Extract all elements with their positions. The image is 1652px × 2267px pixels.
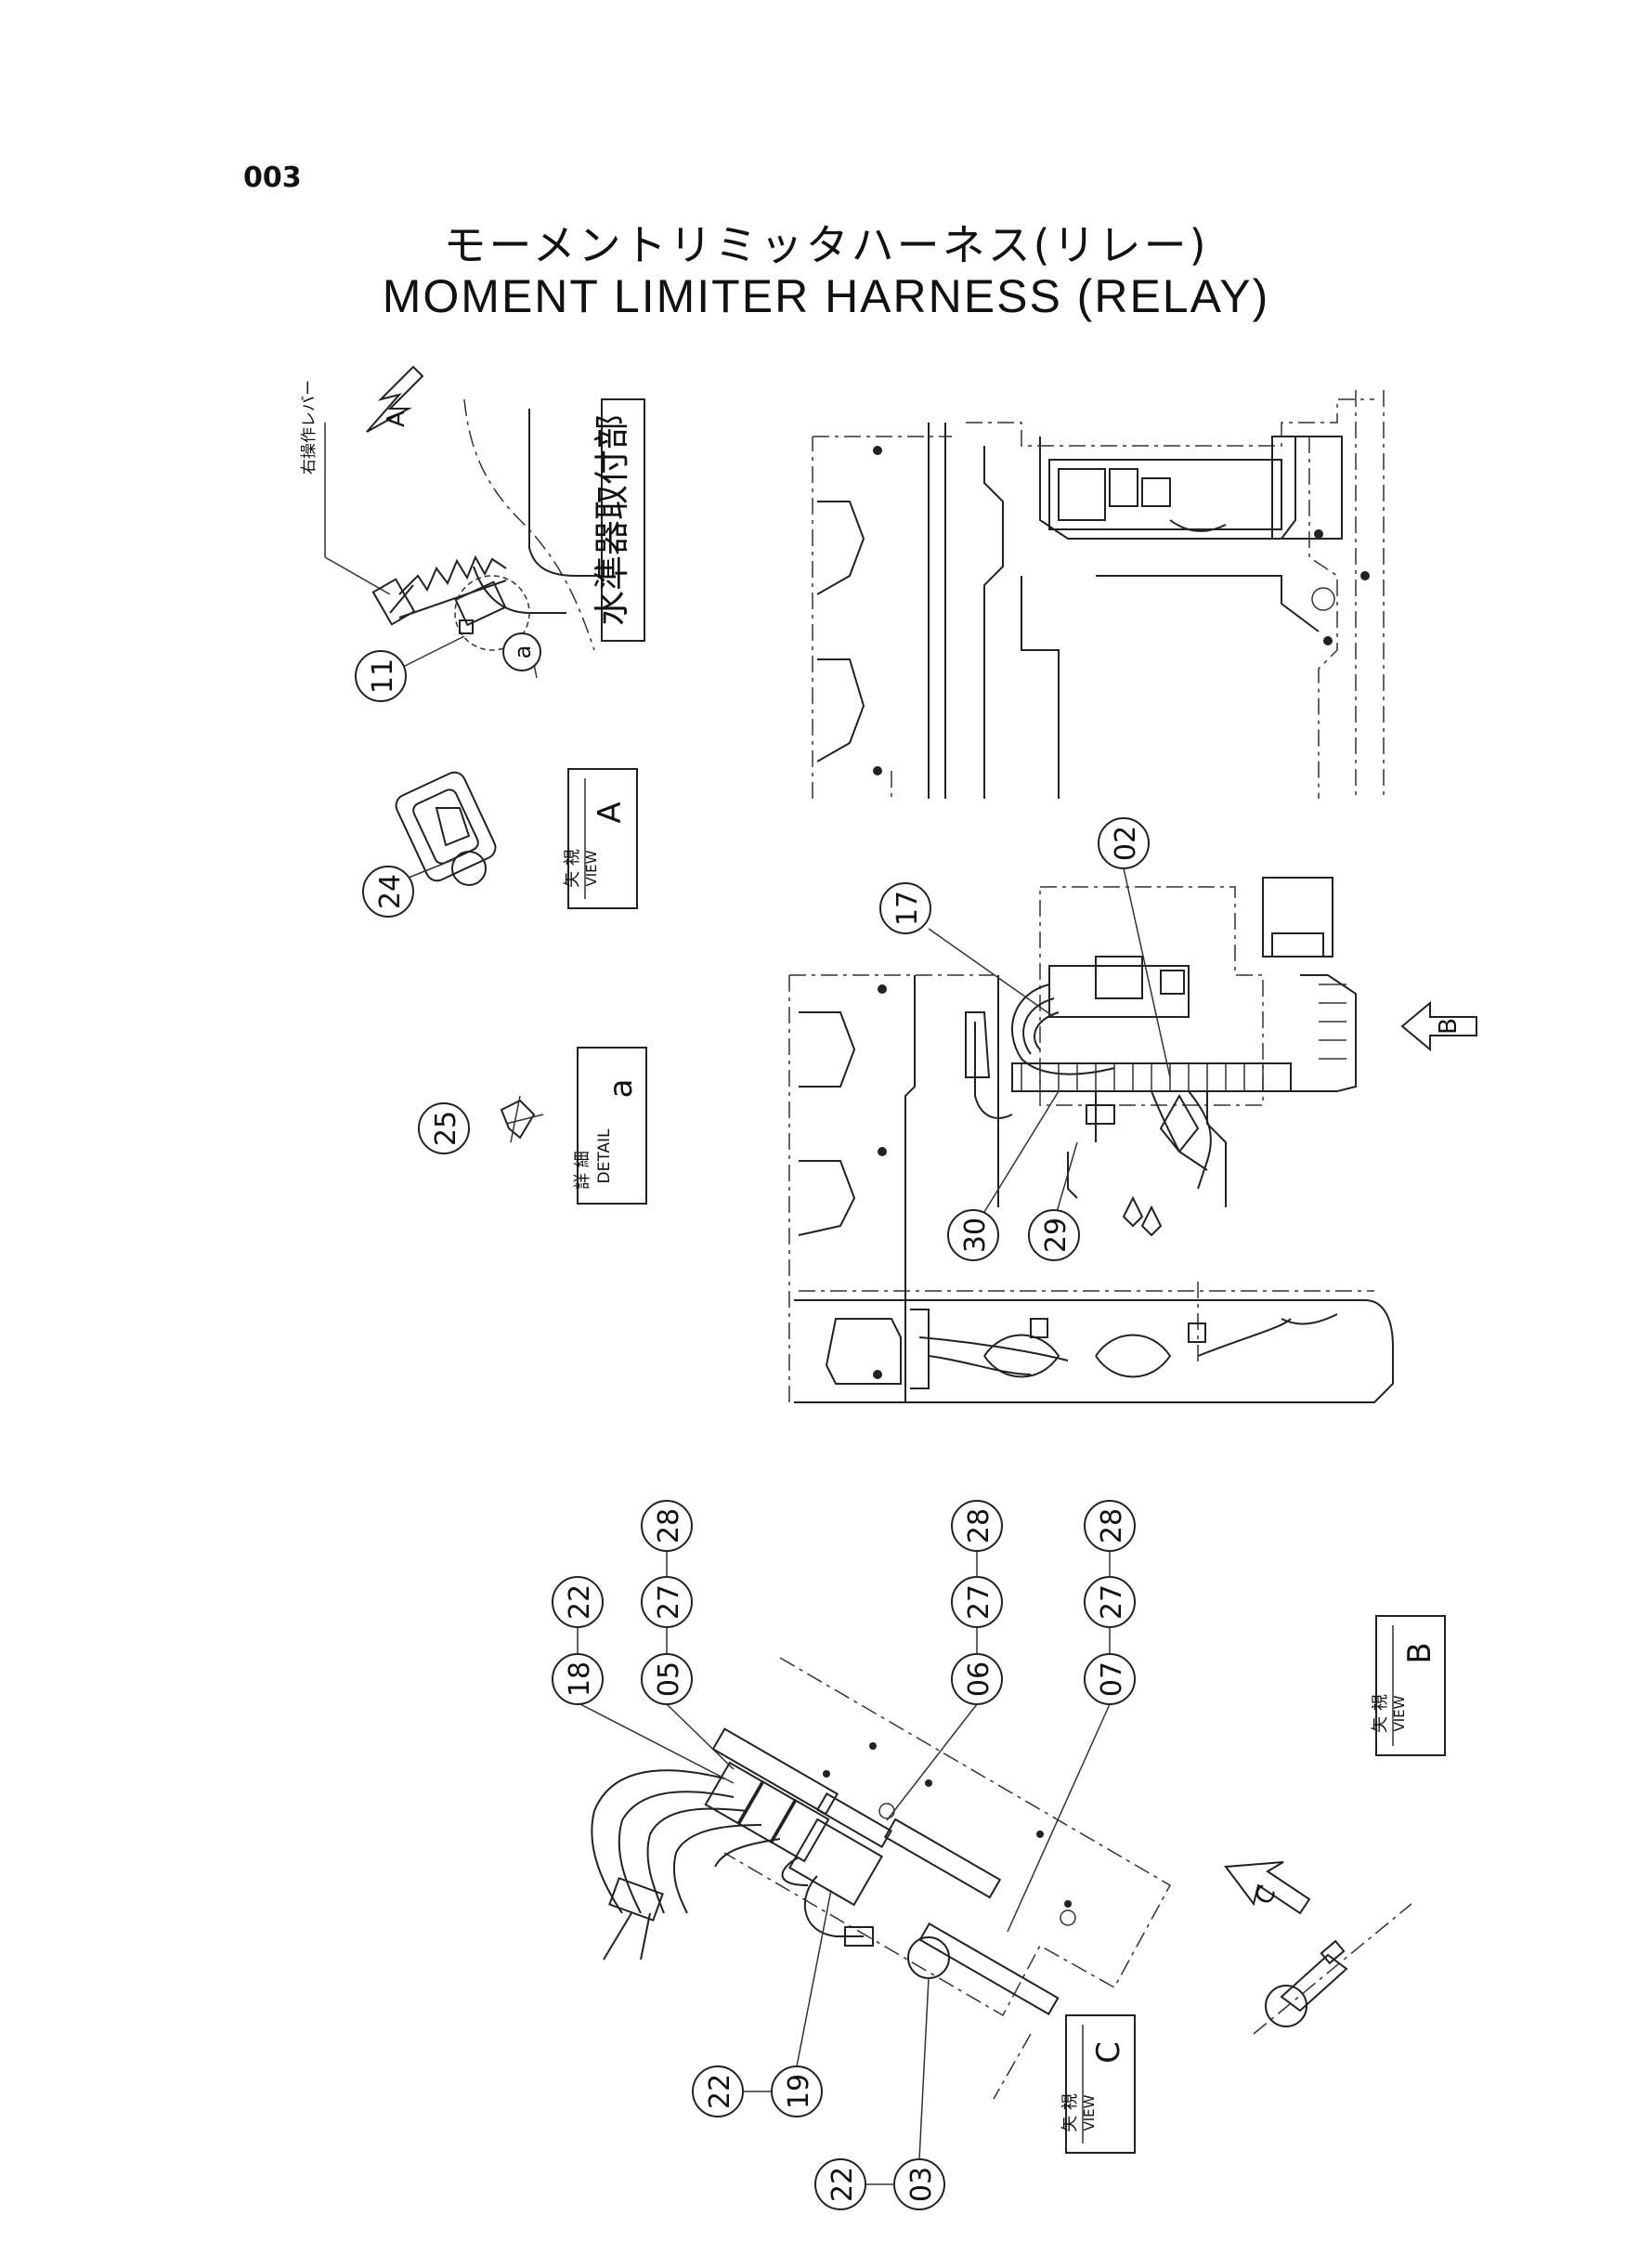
part-24-assembly: 24 [362, 771, 497, 918]
detail-a-ja: 詳 細 [573, 1151, 592, 1190]
part-05: 05 [653, 1661, 685, 1697]
view-a-letter: A [592, 801, 629, 823]
view-a-ja: 矢 視 [563, 849, 582, 888]
middle-callouts: 17 02 30 29 [879, 817, 1171, 1261]
view-c-arrow-label: C [1250, 1882, 1282, 1910]
title-english: MOMENT LIMITER HARNESS (RELAY) [382, 270, 1270, 322]
view-b-ja: 矢 視 [1371, 1694, 1390, 1733]
part-29: 29 [1040, 1218, 1073, 1253]
view-b-label: 矢 視 VIEW B [1371, 1615, 1446, 1756]
part-22-b: 22 [704, 2074, 736, 2109]
lever-assembly: A 右操作レバー 11 a 水準器取付部 [300, 365, 645, 702]
detail-a-marker: a [510, 645, 536, 659]
view-c-ja: 矢 視 [1060, 2093, 1080, 2132]
view-b-en: VIEW [1391, 1695, 1408, 1731]
view-b-letter: B [1401, 1642, 1438, 1663]
right-lever-label: 右操作レバー [300, 380, 319, 475]
part-18: 18 [564, 1661, 596, 1697]
part-25: 25 [430, 1111, 462, 1146]
view-b-arrow [1400, 1000, 1477, 1052]
detail-a-en: DETAIL [595, 1128, 614, 1184]
bottom-callouts: 18 22 05 27 28 06 27 28 07 27 28 [552, 1500, 1136, 2210]
detail-a-letter: a [603, 1079, 640, 1099]
view-b-arrow-label: B [1435, 1018, 1463, 1035]
detail-a-assembly: 25 詳 細 DETAIL a [418, 1047, 647, 1205]
view-c-label: 矢 視 VIEW C [1060, 2014, 1136, 2154]
view-a-en: VIEW [583, 850, 600, 886]
part-06: 06 [963, 1661, 995, 1697]
part-19: 19 [783, 2074, 815, 2109]
part-02: 02 [1110, 826, 1142, 861]
part-28-a: 28 [653, 1508, 685, 1544]
title-japanese: モーメントリミッタハーネス(リレー) [443, 220, 1209, 270]
part-07: 07 [1096, 1661, 1128, 1697]
view-c-letter: C [1090, 2041, 1127, 2064]
view-c-arrow [1224, 1861, 1311, 1915]
part-27-a: 27 [653, 1584, 685, 1620]
part-24: 24 [374, 874, 407, 909]
view-c-arrow-assembly: C [1224, 1861, 1412, 2035]
part-03: 03 [905, 2167, 938, 2202]
level-mount-label: 水準器取付部 [592, 414, 632, 626]
part-30: 30 [959, 1218, 992, 1253]
view-a-label: 矢 視 VIEW A [563, 768, 638, 909]
middle-frame-drawing: B [788, 877, 1477, 1403]
view-a-arrow-label: A [383, 410, 410, 427]
part-22-a: 22 [564, 1584, 596, 1620]
part-17: 17 [891, 891, 924, 926]
part-28-b: 28 [963, 1508, 995, 1544]
part-27-b: 27 [963, 1584, 995, 1620]
part-22-c: 22 [826, 2167, 859, 2202]
part-27-c: 27 [1096, 1584, 1128, 1620]
view-a-arrow [366, 365, 424, 433]
view-c-en: VIEW [1081, 2094, 1098, 2130]
upper-frame-drawing [812, 390, 1385, 799]
part-28-c: 28 [1096, 1508, 1128, 1544]
page-number: 003 [243, 162, 302, 194]
part-11: 11 [367, 658, 399, 694]
